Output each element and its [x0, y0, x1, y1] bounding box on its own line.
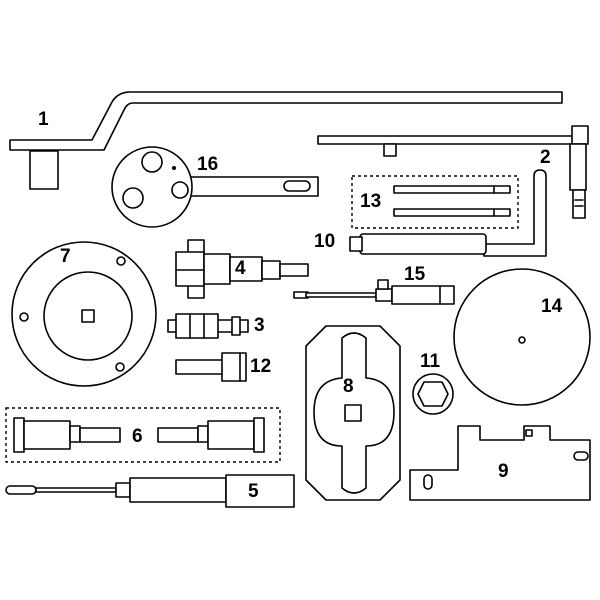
tool-1-offset-bar: [9, 91, 563, 190]
label-tool-14: 14: [541, 296, 563, 317]
label-tool-3: 3: [254, 315, 265, 336]
label-tool-12: 12: [250, 356, 272, 377]
label-tool-6: 6: [132, 426, 143, 447]
tool-5-pin: [5, 474, 295, 508]
label-tool-7: 7: [60, 246, 71, 267]
tool-8-handle: [305, 325, 401, 501]
tool-16-plate: [111, 146, 319, 228]
tool-4-sleeve: [175, 239, 309, 299]
tool-6-pins: [5, 407, 281, 463]
label-tool-4: 4: [235, 258, 246, 279]
label-tool-8: 8: [343, 376, 354, 397]
tool-7-disc: [11, 241, 157, 387]
tool-15-pin: [293, 279, 455, 305]
label-tool-9: 9: [498, 461, 509, 482]
label-tool-11: 11: [420, 351, 441, 372]
tool-2-l-bar: [317, 125, 589, 219]
tool-9-bracket: [409, 425, 591, 501]
tool-3-bolt: [167, 313, 249, 339]
label-tool-16: 16: [197, 154, 219, 175]
label-tool-15: 15: [404, 264, 426, 285]
label-tool-10: 10: [314, 231, 336, 252]
label-tool-13: 13: [360, 191, 382, 212]
tool-11-socket: [412, 373, 454, 415]
label-tool-5: 5: [248, 481, 259, 502]
tool-12-pin: [175, 352, 247, 382]
label-tool-2: 2: [540, 147, 551, 168]
tool-13-pins: [351, 175, 519, 229]
label-tool-1: 1: [38, 109, 49, 130]
tool-10-pin: [349, 169, 547, 257]
tool-14-disc: [453, 268, 591, 406]
